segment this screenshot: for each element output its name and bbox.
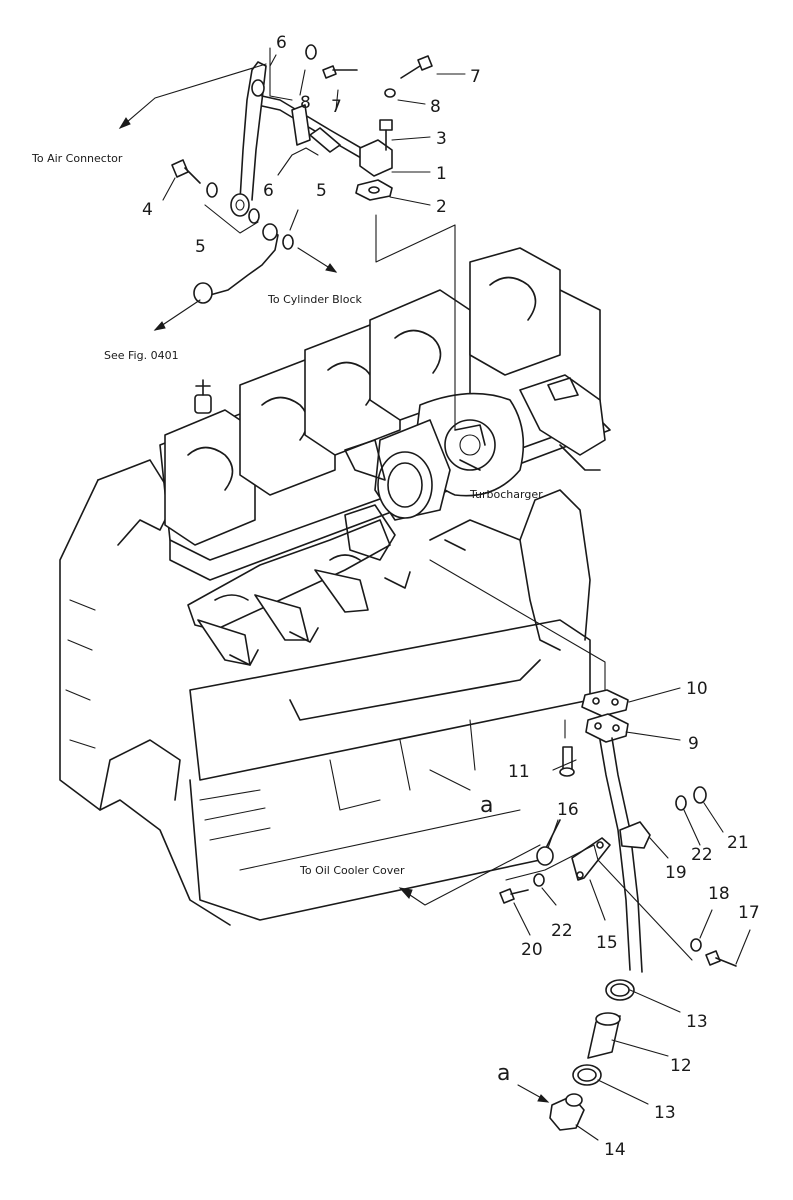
engine-block (59, 459, 591, 926)
ref-a-engine: a (480, 793, 493, 818)
elbow-fitting-14 (549, 1093, 585, 1131)
part-number-19: 19 (665, 863, 687, 883)
leader-lines-top (162, 47, 466, 431)
exhaust-studs (229, 539, 466, 666)
hose-12 (587, 1012, 621, 1059)
clamp-13-lower (572, 1064, 602, 1086)
part-number-20: 20 (521, 940, 543, 960)
gasket-2 (355, 179, 393, 201)
washer-5-c (282, 234, 294, 250)
label-to-air-connector: To Air Connector (31, 152, 123, 165)
part-number-6-lower: 6 (263, 181, 274, 201)
rocker-cover-1 (164, 409, 256, 546)
part-number-10: 10 (686, 679, 708, 699)
bolt-3 (379, 119, 393, 151)
part-number-15: 15 (596, 933, 618, 953)
bolt-7-a (322, 65, 358, 79)
washer-22-b (533, 873, 545, 887)
part-number-5-left: 5 (195, 237, 206, 257)
spacer-16 (536, 846, 554, 866)
part-number-6-top: 6 (276, 33, 287, 53)
part-number-21: 21 (727, 833, 749, 853)
intake-elbow (519, 374, 606, 471)
bolt-7-b (400, 55, 433, 79)
bolt-17 (705, 950, 737, 967)
part-number-8-right: 8 (430, 97, 441, 117)
part-number-12: 12 (670, 1056, 692, 1076)
part-number-22-left: 22 (551, 921, 573, 941)
part-number-1: 1 (436, 164, 447, 184)
bolt-20 (499, 888, 529, 904)
rocker-cover-4 (369, 289, 471, 421)
label-turbocharger: Turbocharger (469, 488, 543, 501)
part-number-5-right: 5 (316, 181, 327, 201)
washer-5-a (206, 182, 218, 198)
rocker-cover-5 (469, 247, 561, 376)
part-number-13-upper: 13 (686, 1012, 708, 1032)
washer-21 (693, 786, 707, 804)
bracket-15 (571, 837, 611, 881)
label-to-cylinder-block: To Cylinder Block (267, 293, 363, 306)
part-number-2: 2 (436, 197, 447, 217)
part-number-22-right: 22 (691, 845, 713, 865)
part-number-13-lower: 13 (654, 1103, 676, 1123)
exhaust-manifold (187, 519, 391, 666)
arrows-top (118, 63, 338, 331)
part-number-9: 9 (688, 734, 699, 754)
part-number-7-right: 7 (470, 67, 481, 87)
washer-22-a (675, 795, 687, 811)
label-see-fig: See Fig. 0401 (104, 349, 179, 362)
label-to-oil-cooler-cover: To Oil Cooler Cover (299, 864, 405, 877)
bolt-4 (171, 159, 201, 184)
ref-a-fitting: a (497, 1061, 510, 1086)
part-number-4: 4 (142, 200, 153, 220)
fitting-arrow-a (517, 1084, 550, 1103)
part-number-14: 14 (604, 1140, 626, 1160)
part-number-11: 11 (508, 762, 530, 782)
part-number-labels: 6 8 7 7 8 3 1 2 4 5 5 6 10 9 11 16 22 21… (142, 33, 760, 1160)
turbocharger (344, 392, 525, 561)
annotation-labels: To Air Connector To Cylinder Block See F… (31, 152, 543, 1086)
part-number-7-left: 7 (331, 97, 342, 117)
oil-return-pipe-9 (585, 713, 651, 973)
washer-18 (690, 938, 702, 952)
breather (194, 379, 212, 414)
oil-cooler-arrow (398, 844, 541, 906)
washer-8-b (384, 88, 396, 98)
leader-lines-bottom (429, 559, 751, 1141)
oil-supply-pipe (230, 61, 393, 217)
part-number-3: 3 (436, 129, 447, 149)
part-number-8-top: 8 (300, 93, 311, 113)
washer-8-a (305, 44, 317, 60)
clamp-13-upper (605, 979, 635, 1001)
gasket-10 (581, 689, 629, 717)
part-number-18: 18 (708, 884, 730, 904)
part-number-17: 17 (738, 903, 760, 923)
bolt-11 (559, 746, 575, 777)
connector-block (309, 127, 341, 153)
cylinder-block-line (193, 223, 279, 304)
part-number-16: 16 (557, 800, 579, 820)
washer-5-b (248, 208, 260, 224)
